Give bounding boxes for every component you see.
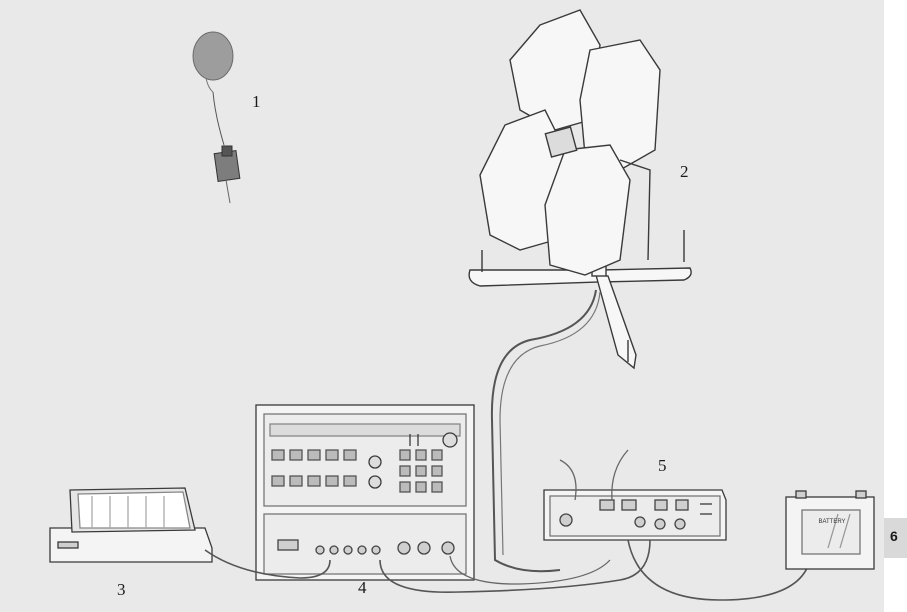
label-4: 4: [358, 578, 367, 598]
label-6: 6: [890, 528, 898, 544]
receiver-console: [256, 405, 474, 580]
power-supply-unit: [544, 490, 726, 540]
battery-label: BATTERY: [818, 519, 845, 525]
label-5: 5: [658, 456, 667, 476]
battery: [786, 491, 874, 569]
printer: [50, 488, 212, 562]
label-2: 2: [680, 162, 689, 182]
label-3: 3: [117, 580, 126, 600]
label-1: 1: [252, 92, 261, 112]
